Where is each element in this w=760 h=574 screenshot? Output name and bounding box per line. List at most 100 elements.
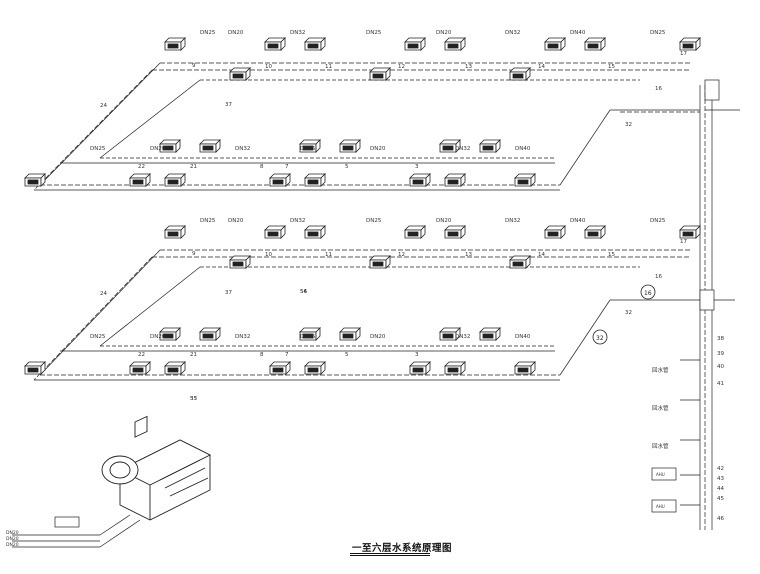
pipe-size-label: DN32 [290, 218, 305, 224]
fan-coil-unit-icon [24, 361, 46, 375]
pipe-number: 3 [415, 352, 419, 358]
pipe-size-label: DN25 [200, 218, 216, 224]
pipe-size-label: DN32 [235, 146, 250, 152]
fan-coil-unit-icon [509, 255, 531, 269]
pipe-size-label: DN40 [570, 30, 586, 36]
fan-coil-unit-icon [444, 173, 466, 187]
pipe-number: 14 [538, 252, 545, 258]
pipe-size-label: DN32 [505, 30, 520, 36]
callout-circle [592, 329, 608, 345]
large-air-handler [101, 415, 212, 521]
title-underline [350, 553, 430, 554]
pipe-number: 56 [300, 289, 307, 295]
fan-coil-unit-icon [304, 37, 326, 51]
fan-coil-unit-icon [159, 139, 181, 153]
pipe-size-label: DN40 [570, 218, 586, 224]
pipe-size-label: DN25 [90, 146, 106, 152]
pipe-number: 12 [398, 252, 405, 258]
fan-coil-unit-icon [514, 361, 536, 375]
equipment-label: AHU [656, 472, 665, 477]
fan-coil-unit-icon [679, 37, 701, 51]
fan-coil-unit-icon [299, 139, 321, 153]
pipe-number: 8 [260, 352, 264, 358]
riser-number: 41 [717, 381, 724, 387]
fan-coil-unit-icon [404, 37, 426, 51]
pipe-number: 14 [538, 64, 545, 70]
fan-coil-unit-icon [299, 327, 321, 341]
callout-label: 16 [644, 290, 652, 297]
pipe-size-label: DN25 [300, 334, 316, 340]
fan-coil-unit-icon [164, 173, 186, 187]
pipe-size-label: DN25 [300, 146, 316, 152]
pipe-number: 12 [398, 64, 405, 70]
pipe-size-label: DN25 [90, 334, 106, 340]
pipe-number: 35 [190, 396, 197, 402]
drawing-title: 一至六层水系统原理图 [352, 543, 453, 554]
fan-coil-unit-icon [164, 37, 186, 51]
pipe-number: 22 [138, 352, 145, 358]
fan-coil-unit-icon [304, 361, 326, 375]
pipe-number: 5 [345, 352, 349, 358]
pipe-number: 53 [190, 396, 197, 402]
pipe-number: 37 [225, 290, 232, 296]
pipe-number: 17 [680, 239, 687, 245]
equipment-box [704, 79, 720, 101]
riser-number: 40 [717, 364, 724, 370]
fan-coil-unit-icon [409, 173, 431, 187]
pipe-size-label: DN20 [436, 30, 452, 36]
pipe-number: 11 [325, 252, 332, 258]
fan-coil-unit-icon [164, 361, 186, 375]
fan-coil-unit-icon [304, 225, 326, 239]
pipe-size-label: DN20 [370, 146, 386, 152]
riser-number: 39 [717, 351, 724, 357]
pipe-size-label: DN32 [455, 334, 470, 340]
pipe-number: 21 [190, 164, 197, 170]
pipe-number: 16 [655, 274, 662, 280]
pipe-size-label: DN32 [235, 334, 250, 340]
riser-number: 43 [717, 476, 724, 482]
fan-coil-unit-icon [129, 361, 151, 375]
riser-number: 44 [717, 486, 724, 492]
pipe-size-label: DN20 [436, 218, 452, 224]
fan-coil-unit-icon [339, 327, 361, 341]
fan-coil-unit-icon [439, 139, 461, 153]
fan-coil-unit-icon [369, 67, 391, 81]
pipe-number: 17 [680, 51, 687, 57]
fan-coil-unit-icon [444, 225, 466, 239]
equipment-label: AHU [656, 504, 665, 509]
equipment-box [651, 467, 677, 481]
fan-coil-unit-icon [584, 225, 606, 239]
pipe-number: 15 [608, 64, 615, 70]
pipe-label: DN20 [6, 530, 19, 536]
pipe-number: 13 [465, 64, 472, 70]
pipe-size-label: DN25 [366, 218, 382, 224]
riser-number: 45 [717, 496, 724, 502]
pipe-size-label: DN25 [650, 218, 666, 224]
pipe-size-label: DN32 [455, 146, 470, 152]
fan-coil-detail [12, 514, 141, 548]
pipe-number: 11 [325, 64, 332, 70]
riser-number: 42 [717, 466, 724, 472]
fan-coil-unit-icon [369, 255, 391, 269]
pipe-size-label: DN20 [150, 146, 166, 152]
fan-coil-unit-icon [229, 255, 251, 269]
fan-coil-unit-icon [159, 327, 181, 341]
fan-coil-unit-icon [269, 361, 291, 375]
pipe-size-label: DN25 [650, 30, 666, 36]
callout-label: 32 [596, 335, 604, 342]
pipe-label: DN20 [6, 536, 19, 542]
riser-number: 46 [717, 516, 724, 522]
fan-coil-unit-icon [544, 37, 566, 51]
pipe-number: 7 [285, 352, 289, 358]
pipe-number: 10 [265, 64, 272, 70]
pipe-number: 16 [655, 86, 662, 92]
pipe-number: 24 [100, 103, 107, 109]
pipe-number: 37 [225, 102, 232, 108]
bottom-plan [33, 249, 700, 381]
pipe-size-label: DN32 [290, 30, 305, 36]
pipe-number: 9 [192, 63, 196, 69]
fan-coil-unit-icon [544, 225, 566, 239]
riser-label: 回水管 [652, 442, 669, 450]
fan-coil-unit-icon [199, 139, 221, 153]
